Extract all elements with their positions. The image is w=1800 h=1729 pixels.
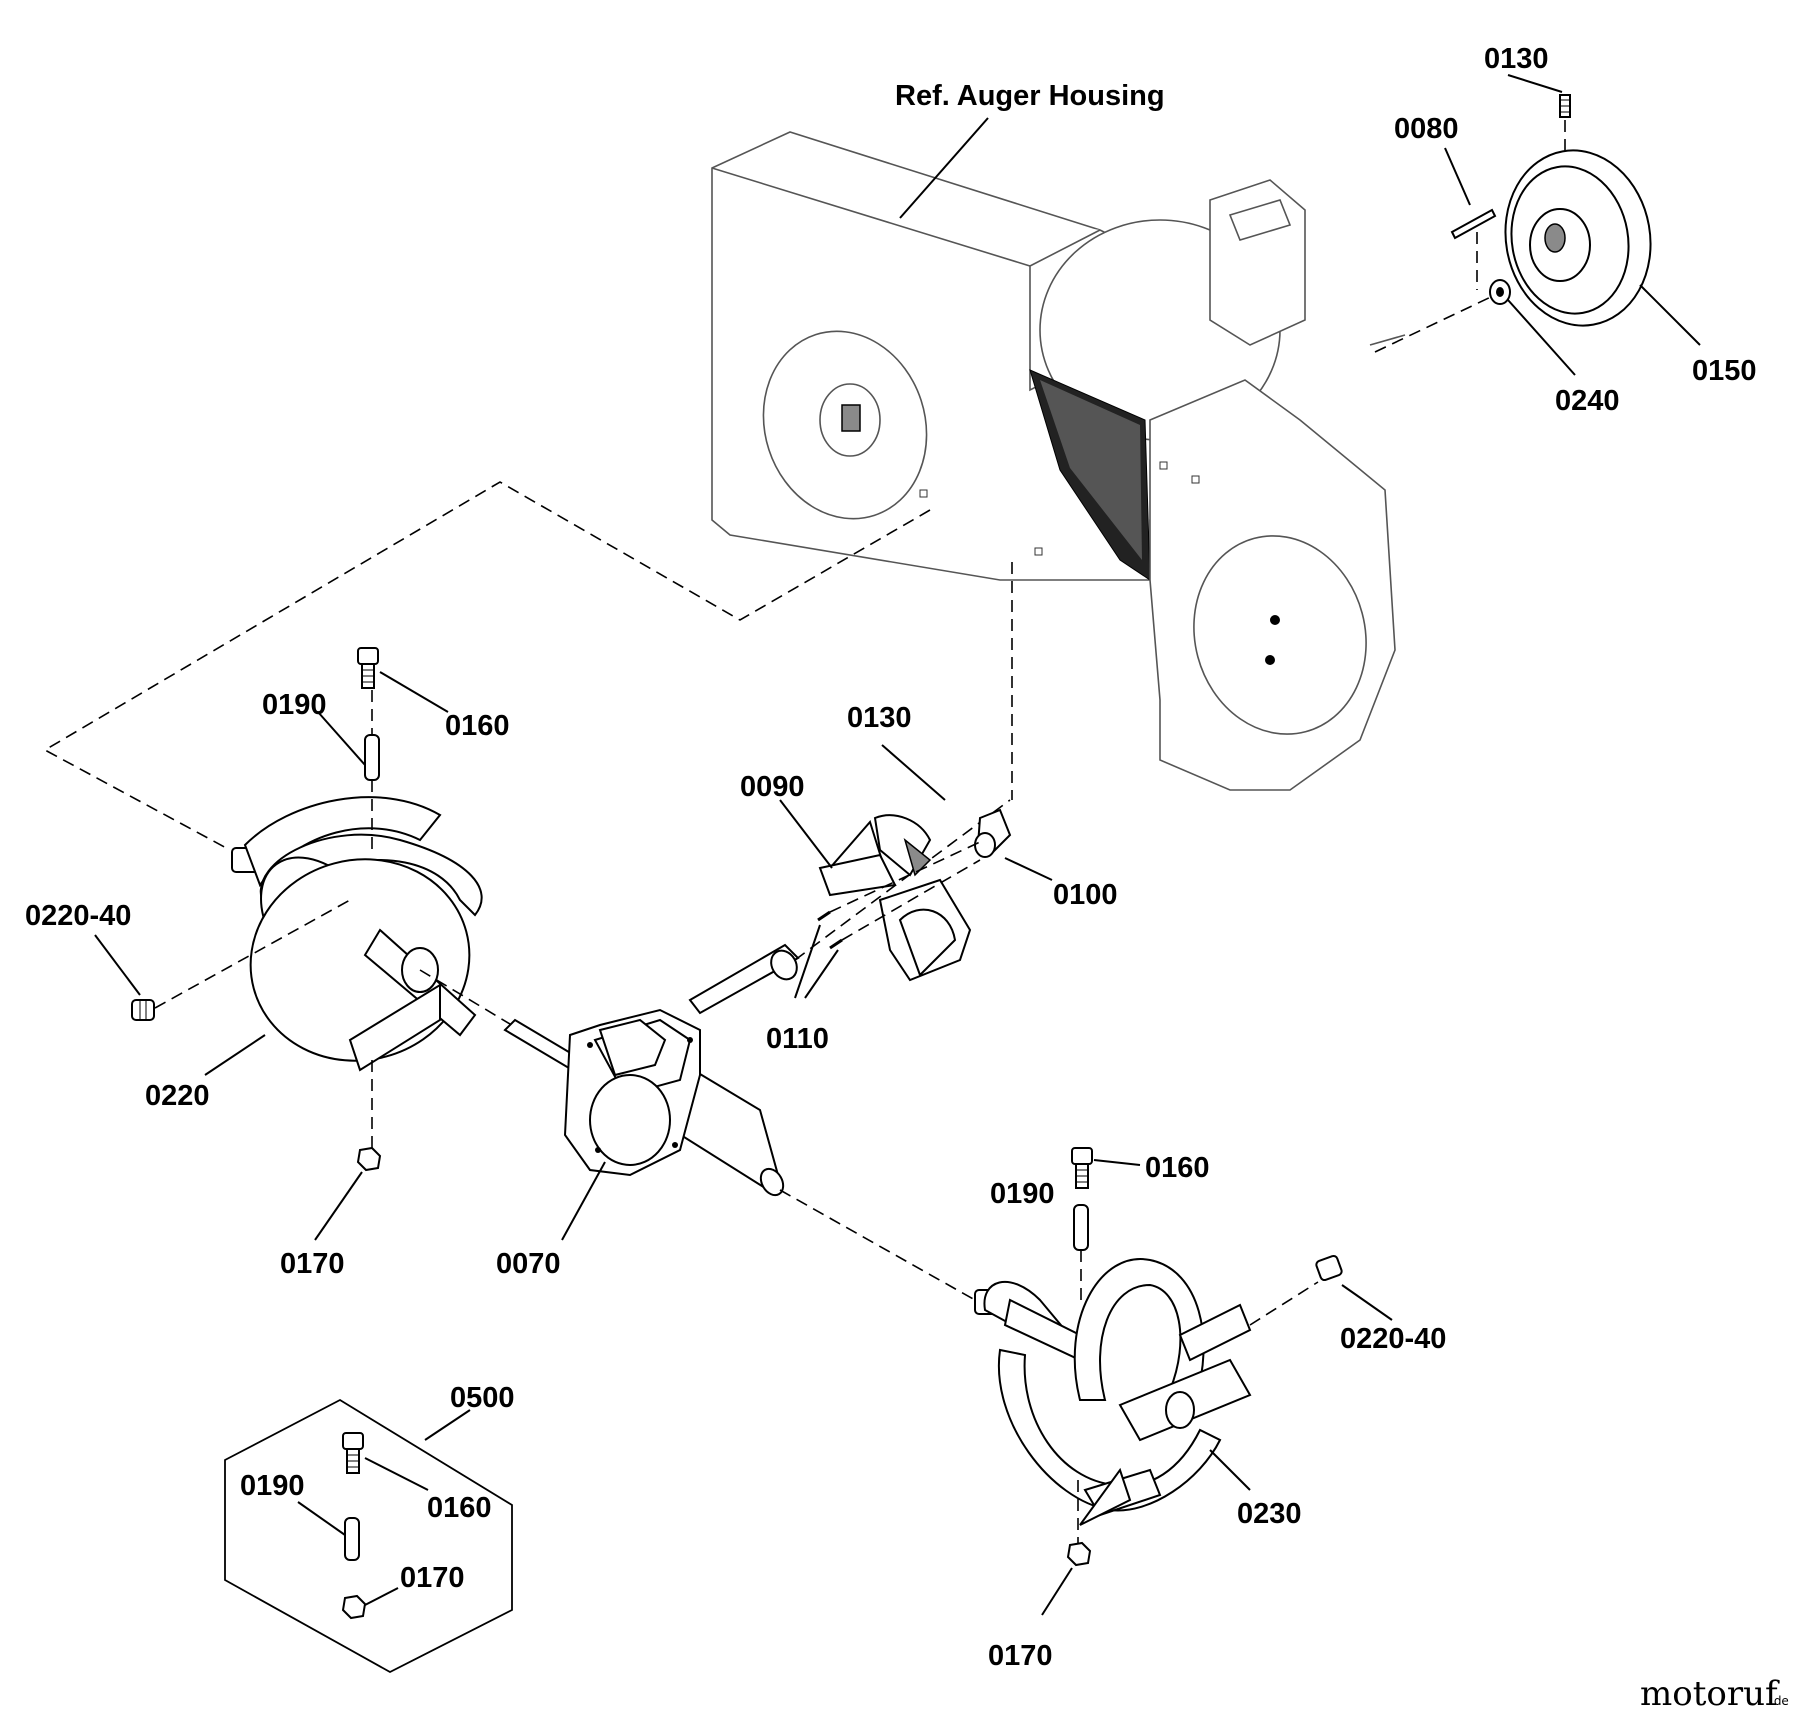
bolt-0160-right xyxy=(1071,1147,1093,1189)
bushing-0100 xyxy=(974,808,1012,858)
auger-housing xyxy=(711,131,1406,791)
label-0070: 0070 xyxy=(496,1248,561,1280)
label-0190-left: 0190 xyxy=(262,689,327,721)
label-0500: 0500 xyxy=(450,1382,515,1414)
label-0170-kit: 0170 xyxy=(400,1562,465,1594)
label-0130-mid: 0130 xyxy=(847,702,912,734)
nut-0170-left xyxy=(356,1146,382,1172)
gearbox-0070 xyxy=(503,943,800,1197)
label-0190-kit: 0190 xyxy=(240,1470,305,1502)
auger-0220 xyxy=(231,796,483,1072)
spacer-0190-left xyxy=(364,734,380,781)
label-0170-left: 0170 xyxy=(280,1248,345,1280)
plug-0220-40-right xyxy=(1315,1254,1343,1282)
motoruf-watermark-logo: motoruf .de xyxy=(1640,1674,1789,1714)
washer-0240 xyxy=(1489,279,1511,305)
label-0240: 0240 xyxy=(1555,385,1620,417)
watermark-brand: motoruf xyxy=(1640,1674,1780,1714)
label-0160-kit: 0160 xyxy=(427,1492,492,1524)
rivet-0110 xyxy=(817,910,843,950)
kit-0500 xyxy=(224,1398,513,1674)
label-0220-40-left: 0220-40 xyxy=(25,900,131,932)
setscrew-0130-top xyxy=(1559,94,1571,118)
plug-0220-40-left xyxy=(131,999,155,1021)
watermark-suffix: .de xyxy=(1770,1694,1789,1708)
ref-auger-housing-label: Ref. Auger Housing xyxy=(895,80,1165,112)
bolt-0160-left xyxy=(357,647,379,689)
ref-leader-line xyxy=(899,117,989,219)
nut-0170-right xyxy=(1066,1541,1092,1567)
label-0190-right: 0190 xyxy=(990,1178,1055,1210)
label-0160-left: 0160 xyxy=(445,710,510,742)
label-0090: 0090 xyxy=(740,771,805,803)
impeller-0090 xyxy=(818,814,972,982)
label-0230: 0230 xyxy=(1237,1498,1302,1530)
label-0170-right: 0170 xyxy=(988,1640,1053,1672)
label-0080: 0080 xyxy=(1394,113,1459,145)
auger-0230 xyxy=(974,1258,1252,1526)
label-0110: 0110 xyxy=(766,1023,829,1055)
pulley-0150 xyxy=(1504,149,1652,327)
label-0220-40-right: 0220-40 xyxy=(1340,1323,1446,1355)
label-0160-right: 0160 xyxy=(1145,1152,1210,1184)
key-0080 xyxy=(1450,208,1497,240)
label-0220: 0220 xyxy=(145,1080,210,1112)
label-0150: 0150 xyxy=(1692,355,1757,387)
label-0130-top: 0130 xyxy=(1484,43,1549,75)
spacer-0190-right xyxy=(1073,1204,1089,1251)
label-0100: 0100 xyxy=(1053,879,1118,911)
